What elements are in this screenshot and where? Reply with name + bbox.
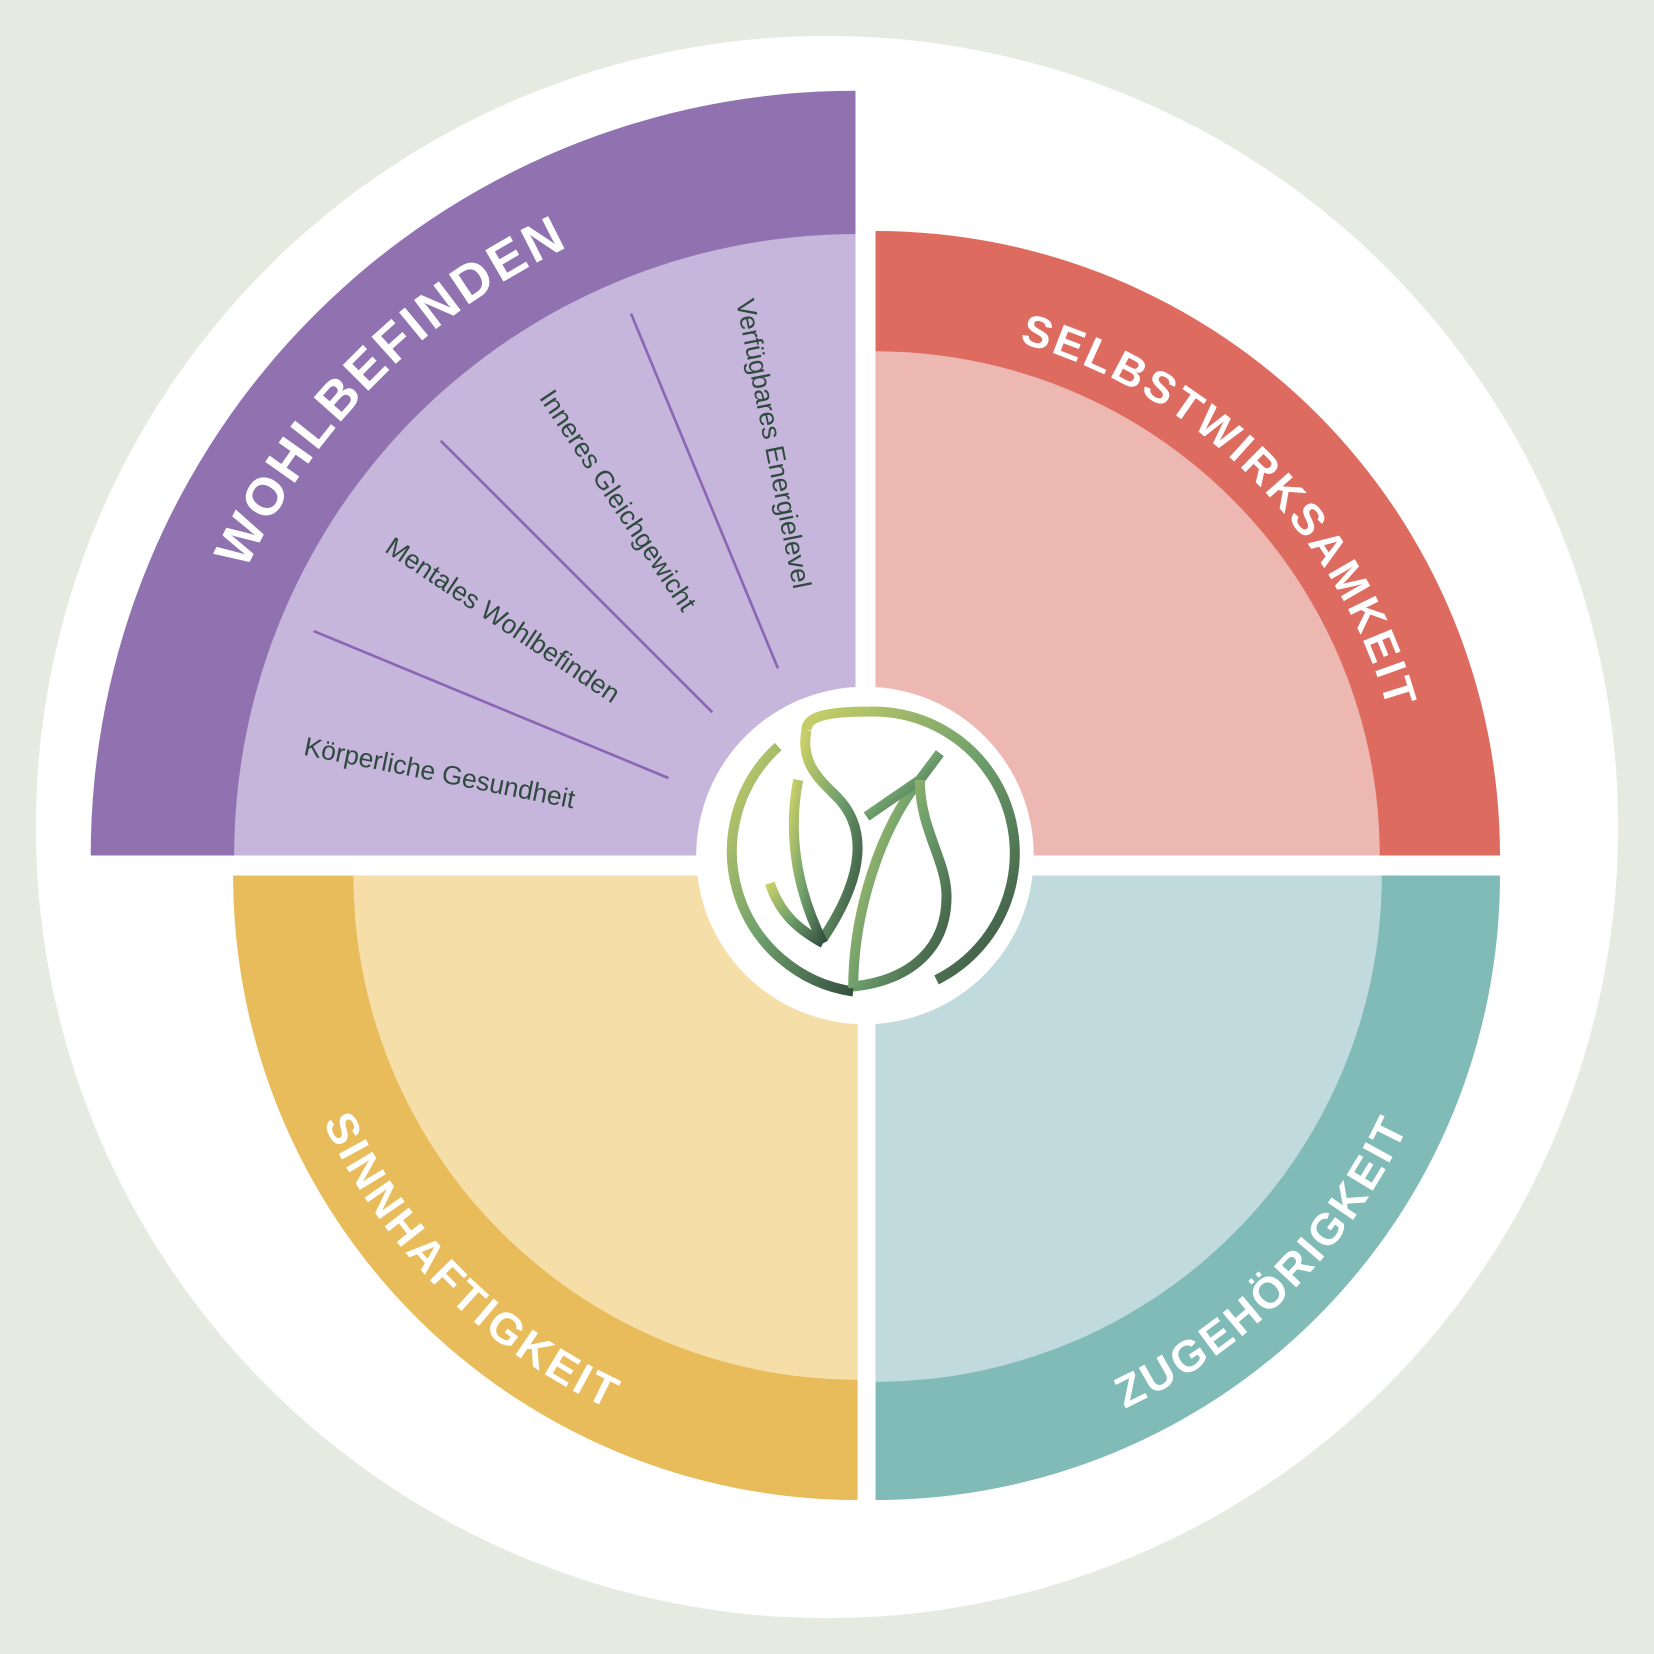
quadrant-zugehoerigkeit[interactable]: ZUGEHÖRIGKEIT bbox=[875, 875, 1500, 1500]
center-white-circle bbox=[696, 686, 1034, 1025]
divider-line bbox=[629, 313, 780, 669]
sinnhaftigkeit-inner-area bbox=[353, 875, 858, 1380]
divider-line bbox=[313, 629, 669, 780]
divider-line bbox=[439, 439, 714, 714]
zugehoerigkeit-inner-area bbox=[875, 875, 1382, 1382]
quadrant-sinnhaftigkeit[interactable]: SINNHAFTIGKEIT bbox=[233, 875, 858, 1500]
quadrant-wohlbefinden[interactable]: WOHLBEFINDEN Körperliche Gesundheit Ment… bbox=[90, 90, 856, 856]
selbstwirksamkeit-inner-area bbox=[875, 351, 1380, 856]
leaf-growth-logo-icon bbox=[726, 706, 1020, 997]
